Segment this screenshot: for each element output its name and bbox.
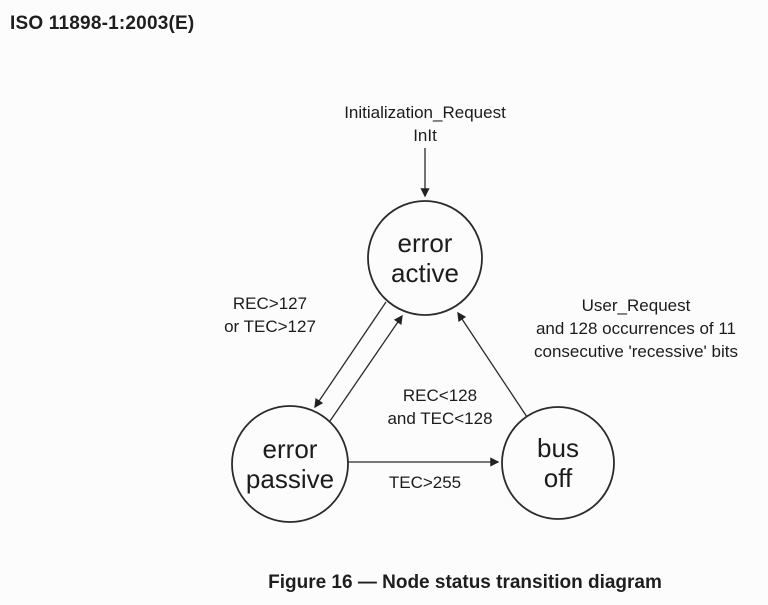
label-line: REC<128 bbox=[402, 386, 478, 405]
label-line: consecutive 'recessive' bits bbox=[534, 342, 738, 361]
state-label-line: active bbox=[391, 258, 459, 288]
arrow-error-active-to-error-passive bbox=[314, 301, 387, 409]
label-rec-tec-gt-127: REC>127 or TEC>127 bbox=[180, 292, 360, 338]
state-label-error-passive: error passive bbox=[215, 434, 365, 494]
label-line: Initialization_Request bbox=[344, 103, 506, 122]
label-initialization-request: Initialization_Request InIt bbox=[305, 101, 545, 147]
state-label-error-active: error active bbox=[355, 228, 495, 288]
label-line: InIt bbox=[413, 126, 437, 145]
label-user-request-recovery: User_Request and 128 occurrences of 11 c… bbox=[505, 294, 767, 363]
label-line: and TEC<128 bbox=[387, 409, 493, 428]
state-label-line: bus bbox=[537, 433, 579, 463]
figure-caption: Figure 16 — Node status transition diagr… bbox=[268, 572, 662, 593]
state-label-line: error bbox=[262, 434, 318, 464]
state-label-line: passive bbox=[245, 464, 335, 494]
label-line: User_Request bbox=[581, 296, 691, 315]
document-header: ISO 11898-1:2003(E) bbox=[10, 13, 195, 34]
label-rec-tec-lt-128: REC<128 and TEC<128 bbox=[350, 384, 530, 430]
state-circle-error-active bbox=[367, 200, 483, 316]
state-label-bus-off: bus off bbox=[488, 433, 628, 493]
arrow-bus-off-to-error-active bbox=[457, 311, 528, 418]
state-label-line: off bbox=[543, 463, 573, 493]
label-tec-gt-255: TEC>255 bbox=[365, 471, 485, 494]
label-line: or TEC>127 bbox=[224, 317, 316, 336]
arrow-error-passive-to-error-active bbox=[329, 314, 403, 422]
state-circle-bus-off bbox=[501, 406, 615, 520]
state-circle-error-passive bbox=[231, 405, 349, 523]
label-line: REC>127 bbox=[232, 294, 308, 313]
state-label-line: error bbox=[397, 228, 453, 258]
label-line: and 128 occurrences of 11 bbox=[535, 319, 737, 338]
label-line: TEC>255 bbox=[388, 473, 462, 492]
